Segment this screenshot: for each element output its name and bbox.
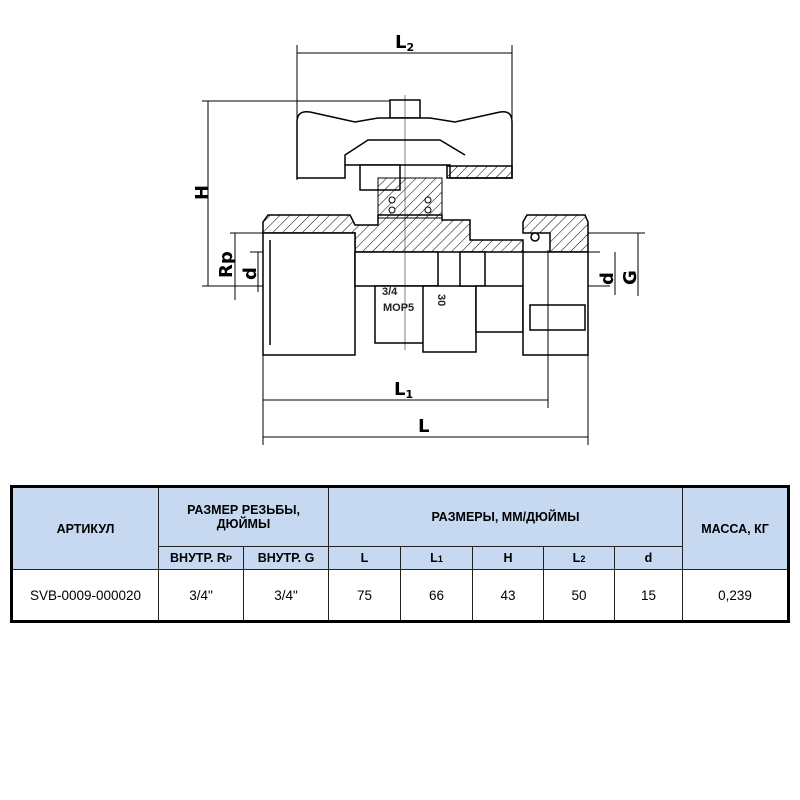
valve-technical-drawing: L2 H Rp d d G L1 L 3/4 MOP5 30 [192,32,645,445]
cell-article: SVB-0009-000020 [11,569,159,622]
label-Rp: Rp [216,251,237,278]
butterfly-handle [296,99,513,191]
marking-mop: MOP5 [383,302,414,314]
cell-d: 15 [614,569,683,622]
specifications-table: АРТИКУЛ РАЗМЕР РЕЗЬБЫ, ДЮЙМЫ РАЗМЕРЫ, ММ… [10,485,790,623]
cell-mass: 0,239 [682,569,789,622]
label-L1: L1 [394,379,413,401]
header-inner-rp: ВНУТР. RP [158,546,244,570]
header-dimensions: РАЗМЕРЫ, ММ/ДЮЙМЫ [328,486,683,547]
marking-pressure: 30 [435,294,447,306]
header-L1: L1 [400,546,473,570]
header-L: L [328,546,401,570]
header-H: H [472,546,544,570]
header-L2: L2 [543,546,615,570]
label-d-left: d [240,267,261,280]
dimension-L1 [262,250,549,445]
header-article: АРТИКУЛ [11,486,159,570]
label-d-right: d [597,272,618,285]
marking-size: 3/4 [382,286,398,298]
label-H: H [192,185,213,200]
label-L: L [418,416,429,437]
cell-L1: 66 [400,569,473,622]
valve-stem [377,177,443,219]
cell-L: 75 [328,569,401,622]
header-d: d [614,546,683,570]
cell-rp: 3/4" [158,569,244,622]
header-thread-size: РАЗМЕР РЕЗЬБЫ, ДЮЙМЫ [158,486,329,547]
valve-body [262,214,589,356]
label-G: G [620,270,641,285]
dimension-d-G-right [588,232,645,296]
cell-g: 3/4" [243,569,329,622]
header-inner-g: ВНУТР. G [243,546,329,570]
dimension-L [263,355,589,445]
cell-H: 43 [472,569,544,622]
label-L2: L2 [395,32,414,54]
header-mass: МАССА, КГ [682,486,789,570]
cell-L2: 50 [543,569,615,622]
table-row: SVB-0009-000020 3/4" 3/4" 75 66 43 50 15… [11,569,789,622]
